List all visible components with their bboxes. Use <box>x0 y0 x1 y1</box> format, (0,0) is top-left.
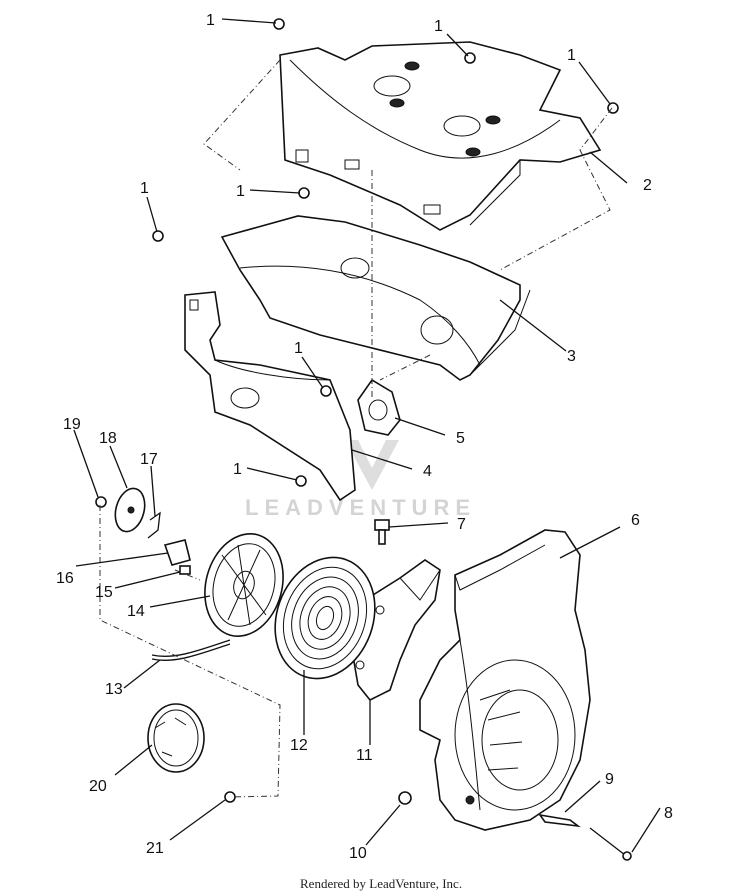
upper-shroud-part-2 <box>279 41 602 231</box>
callout-13: 13 <box>105 681 123 698</box>
callout-10: 10 <box>349 845 367 862</box>
leader-lines <box>73 18 661 853</box>
callout-12: 12 <box>290 737 308 754</box>
callout-1: 1 <box>236 183 245 200</box>
callout-1: 1 <box>233 461 242 478</box>
callout-6: 6 <box>631 512 640 529</box>
callout-4: 4 <box>423 463 432 480</box>
pin-part-15 <box>179 565 191 575</box>
footer-credit: Rendered by LeadVenture, Inc. <box>300 876 462 891</box>
clip-part-9 <box>538 813 581 828</box>
nut-part-10 <box>398 791 412 805</box>
callout-5: 5 <box>456 430 465 447</box>
recoil-pulley-part-14 <box>204 533 284 637</box>
callout-2: 2 <box>643 177 652 194</box>
callout-11: 11 <box>356 747 373 764</box>
callout-1: 1 <box>206 12 215 29</box>
callout-19: 19 <box>63 416 81 433</box>
bolt-part-19 <box>95 496 107 508</box>
callout-20: 20 <box>89 778 107 795</box>
callout-18: 18 <box>99 430 117 447</box>
callout-1: 1 <box>140 180 149 197</box>
blower-housing-part-6 <box>419 529 591 831</box>
starter-cup-part-20 <box>147 703 205 773</box>
callout-14: 14 <box>127 603 145 620</box>
callout-15: 15 <box>95 584 113 601</box>
screw-part-21 <box>224 791 236 803</box>
callout-7: 7 <box>457 516 466 533</box>
callout-1: 1 <box>434 18 443 35</box>
pawl-part-16 <box>163 539 191 566</box>
callout-8: 8 <box>664 805 673 822</box>
fastener-part-1 <box>152 18 619 487</box>
main-shroud-part-3 <box>220 215 531 381</box>
callout-16: 16 <box>56 570 74 587</box>
callout-21: 21 <box>146 840 164 857</box>
fitting-part-7 <box>374 519 390 545</box>
recoil-spring-part-12 <box>274 556 376 680</box>
spring-clip-part-17 <box>147 511 161 539</box>
callout-17: 17 <box>140 451 158 468</box>
callout-1: 1 <box>567 47 576 64</box>
callout-labels: 1 1 1 1 1 1 1 2 3 4 5 6 7 8 9 10 11 12 1… <box>56 12 673 862</box>
watermark: LEADVENTURE <box>245 440 476 520</box>
long-bolt-part-8 <box>589 827 632 861</box>
callout-3: 3 <box>567 348 576 365</box>
callout-1: 1 <box>294 340 303 357</box>
watermark-text: LEADVENTURE <box>245 495 476 520</box>
friction-plate-part-18 <box>114 487 146 533</box>
callout-9: 9 <box>605 771 614 788</box>
gasket-part-5 <box>357 378 401 436</box>
